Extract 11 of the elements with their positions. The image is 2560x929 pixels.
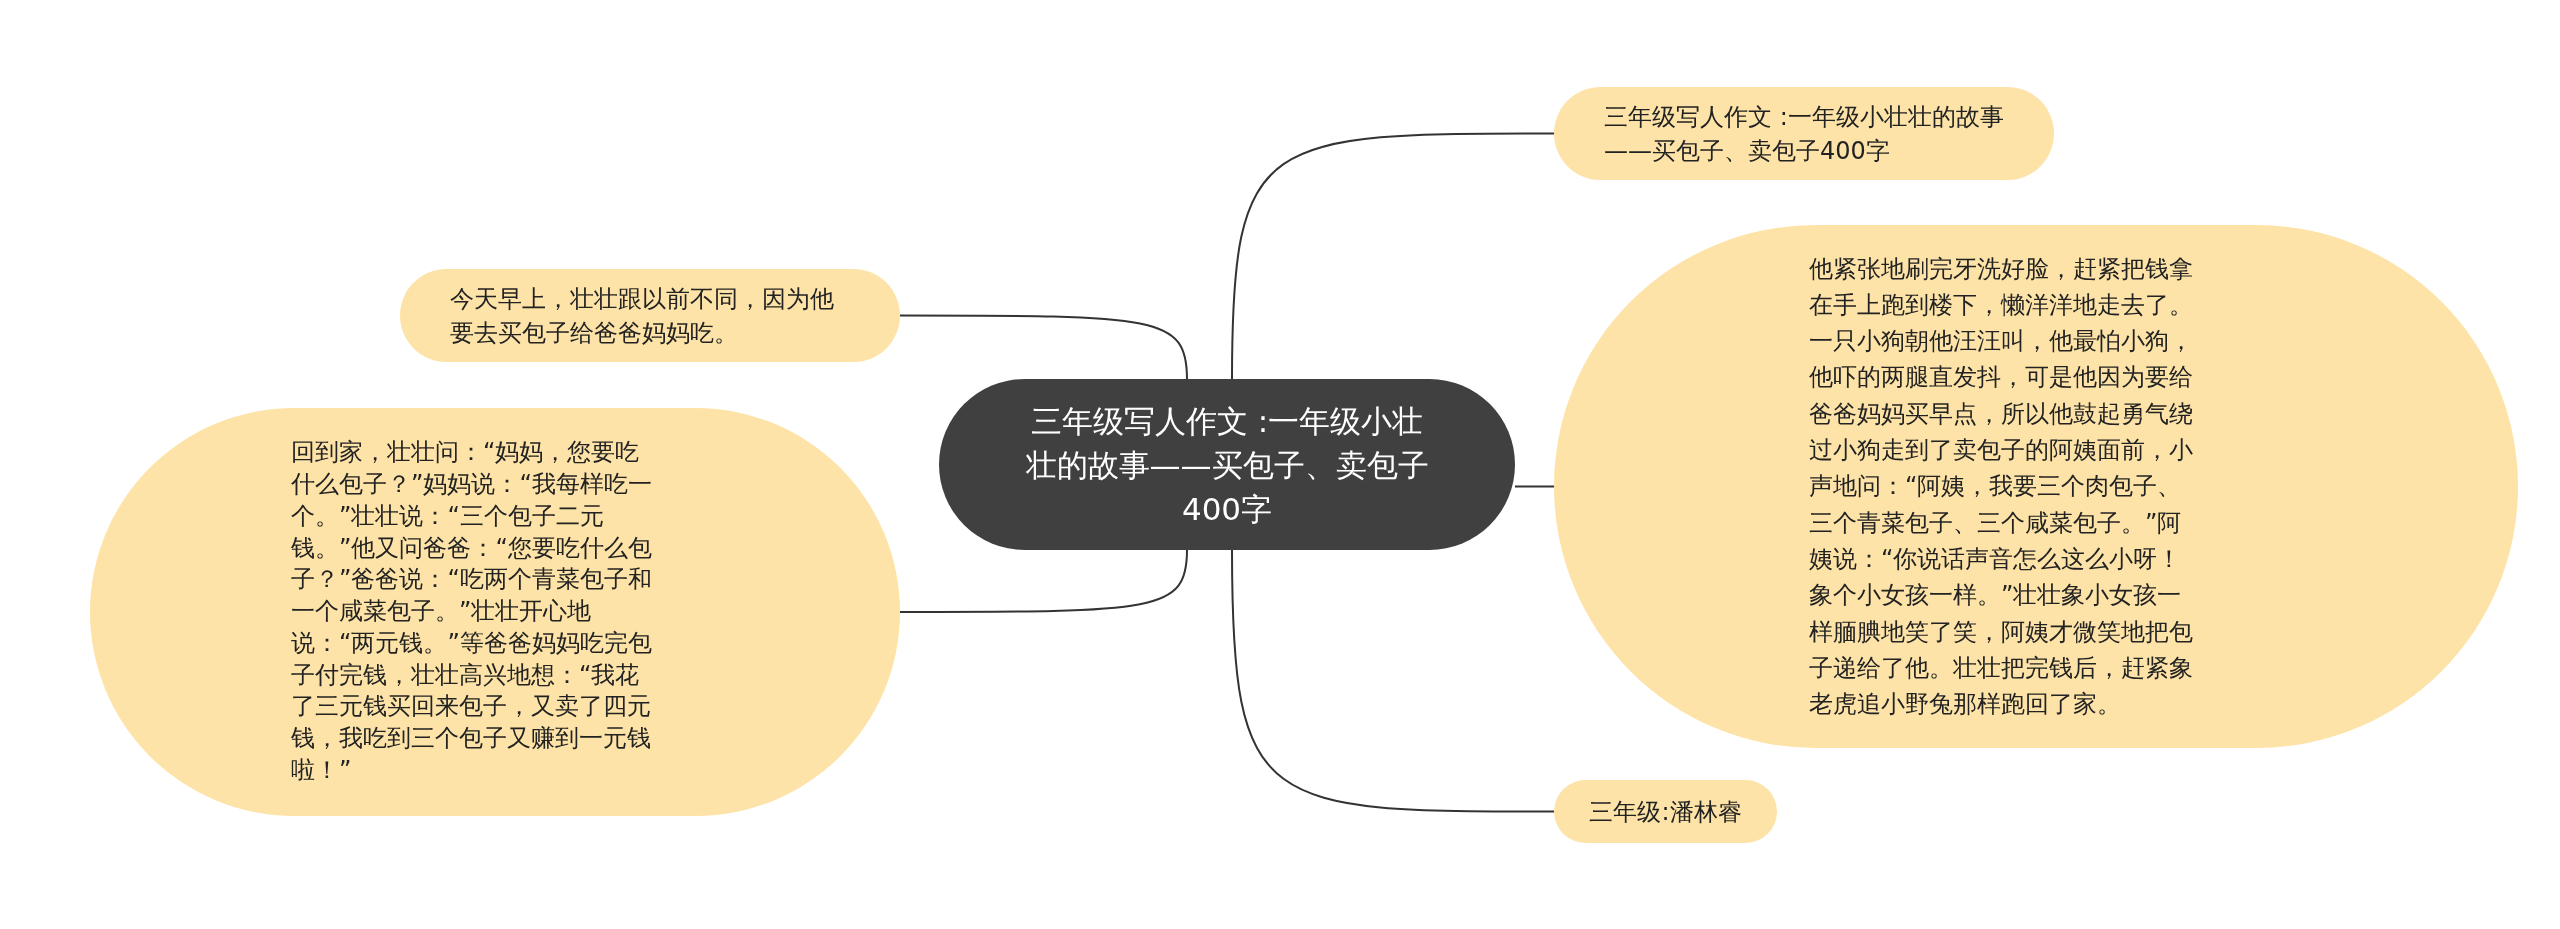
- node-text: 三年级:潘林睿: [1588, 796, 1743, 828]
- connector-line: [1231, 549, 1555, 813]
- connector-line: [1231, 132, 1555, 380]
- connector-line: [1514, 485, 1555, 488]
- connector-line: [899, 549, 1188, 613]
- connector-line: [899, 314, 1188, 380]
- node-text: 三年级写人作文 :一年级小壮壮的故事——买包子、卖包子400字: [1604, 101, 2004, 167]
- node-text: 他紧张地刷完牙洗好脸，赶紧把钱拿在手上跑到楼下，懒洋洋地走去了。一只小狗朝他汪汪叫，他最怕小狗，他吓的两腿直发抖，可是他因为要给爸爸妈妈买早点，所以他鼓起勇气绕过小狗走到了卖包子的阿姨面前，小声地问：“阿姨，我要三个肉包子、三个青菜包子、三个咸菜包子。”阿姨说：“你说话声音怎么这么小呀！象个小女孩一样。”壮壮象小女孩一样腼腆地笑了笑，阿姨才微笑地把包子递给了他。壮壮把完钱后，赶紧象老虎追小野兔那样跑回了家。: [1809, 253, 2194, 721]
- node-text: 回到家，壮壮问：“妈妈，您要吃什么包子？”妈妈说：“我每样吃一个。”壮壮说：“三个包子二元钱。”他又问爸爸：“您要吃什么包子？”爸爸说：“吃两个青菜包子和一个咸菜包子。”壮壮开心地说：“两元钱。”等爸爸妈妈吃完包子付完钱，壮壮高兴地想：“我花了三元钱买回来包子，又卖了四元钱，我吃到三个包子又赚到一元钱啦！”: [291, 437, 653, 787]
- node-text: 三年级写人作文 :一年级小壮壮的故事——买包子、卖包子400字: [1024, 401, 1430, 529]
- node-text: 今天早上，壮壮跟以前不同，因为他要去买包子给爸爸妈妈吃。: [450, 283, 835, 349]
